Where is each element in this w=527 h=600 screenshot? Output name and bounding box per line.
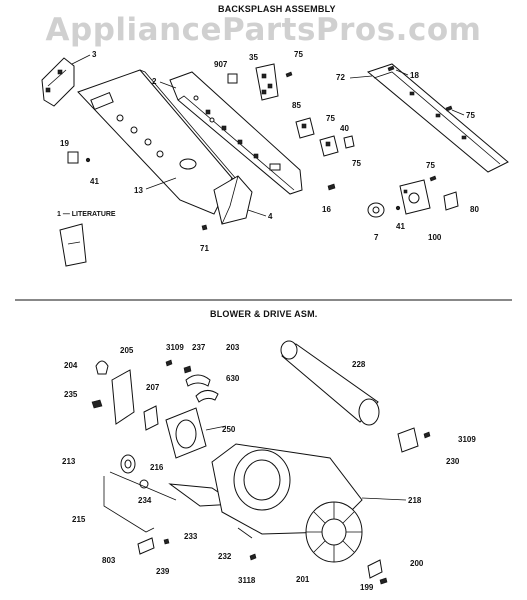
callout-3109b: 3109 [458,435,476,444]
callout-16: 16 [322,205,331,214]
callout-237: 237 [192,343,206,352]
part-71-screw[interactable] [201,224,208,231]
callout-235: 235 [64,390,78,399]
callout-75e: 75 [466,111,475,120]
part-239-screw[interactable] [163,538,170,545]
callout-100: 100 [428,233,442,242]
callout-907: 907 [214,60,228,69]
part-4-end-cap[interactable] [213,175,253,225]
callout-216: 216 [150,463,164,472]
part-250-motor[interactable] [165,407,227,459]
callout-4: 4 [268,212,273,221]
callout-75a: 75 [294,50,303,59]
callout-204: 204 [64,361,78,370]
callout-19: 19 [60,139,69,148]
part-75-screw-right[interactable] [445,105,453,112]
callout-201: 201 [296,575,310,584]
callout-228: 228 [352,360,366,369]
part-41-screw-b[interactable] [395,205,401,211]
part-7-knob[interactable] [367,202,385,218]
part-40-clip[interactable] [343,135,355,149]
callout-803: 803 [102,556,116,565]
callout-218: 218 [408,496,422,505]
part-803-clip[interactable] [137,537,155,555]
callout-2: 2 [152,77,157,86]
callout-72: 72 [336,73,345,82]
callout-239: 239 [156,567,170,576]
part-2-control-panel[interactable] [169,71,303,195]
callout-200: 200 [410,559,424,568]
callout-3118: 3118 [238,576,256,585]
callout-232: 232 [218,552,232,561]
callout-35: 35 [249,53,258,62]
callout-3: 3 [92,50,97,59]
callout-18: 18 [410,71,419,80]
part-232-shaft[interactable] [237,527,253,539]
part-213-idler-pulley[interactable] [120,454,136,474]
part-230-thermostat[interactable] [397,427,419,453]
callout-80: 80 [470,205,479,214]
callout-215: 215 [72,515,86,524]
part-80-bracket[interactable] [443,191,459,211]
part-215-belt[interactable] [103,471,177,533]
part-40-bracket[interactable] [319,135,339,157]
part-235-bolt[interactable] [91,399,103,409]
part-207-bracket[interactable] [143,405,159,431]
callout-213: 213 [62,457,76,466]
section-title-backsplash: BACKSPLASH ASSEMBLY [218,4,336,14]
callout-233: 233 [184,532,198,541]
callout-71: 71 [200,244,209,253]
callout-7: 7 [374,233,379,242]
part-19-knob[interactable] [67,151,79,164]
section-title-blower: BLOWER & DRIVE ASM. [210,309,318,319]
part-630-clamp[interactable] [195,390,219,403]
callout-234: 234 [138,496,152,505]
part-18-screw[interactable] [387,65,395,72]
part-16-screw[interactable] [327,183,336,191]
callout-85: 85 [292,101,301,110]
part-3109-screw[interactable] [165,359,173,367]
callout-203: 203 [226,343,240,352]
part-75-screw-d[interactable] [429,175,437,182]
part-3-end-cap[interactable] [41,57,75,107]
callout-630: 630 [226,374,240,383]
callout-207: 207 [146,383,160,392]
callout-250: 250 [222,425,236,434]
callout-230: 230 [446,457,460,466]
part-100-timer[interactable] [399,179,431,215]
callout-205: 205 [120,346,134,355]
part-200-clip[interactable] [367,559,383,579]
callout-13: 13 [134,186,143,195]
part-205-bracket[interactable] [111,369,135,425]
part-75-screw[interactable] [285,71,293,78]
part-35-switch[interactable] [255,63,279,101]
watermark: AppliancePartsPros.com [45,12,482,48]
callout-40: 40 [340,124,349,133]
part-237-bolt[interactable] [183,365,192,374]
part-72-rear-panel[interactable] [366,63,509,173]
callout-41a: 41 [90,177,99,186]
callout-41b: 41 [396,222,405,231]
callout-199: 199 [360,583,374,592]
callout-75d: 75 [426,161,435,170]
callout-3109a: 3109 [166,343,184,352]
part-907-knob[interactable] [227,73,238,84]
part-41-screw[interactable] [85,157,91,163]
part-203-clamp[interactable] [185,374,211,387]
part-199-screw[interactable] [379,577,388,585]
part-204-clip[interactable] [95,360,109,375]
part-228-duct[interactable] [280,340,380,426]
part-85-switch[interactable] [295,117,315,139]
callout-75b: 75 [326,114,335,123]
part-3118-screw[interactable] [249,553,257,561]
part-201-blower-wheel[interactable] [305,501,363,563]
callout-75c: 75 [352,159,361,168]
part-1-literature[interactable] [59,223,87,267]
part-3109-screw-b[interactable] [423,431,431,439]
literature-label: 1 — LITERATURE [57,211,116,218]
